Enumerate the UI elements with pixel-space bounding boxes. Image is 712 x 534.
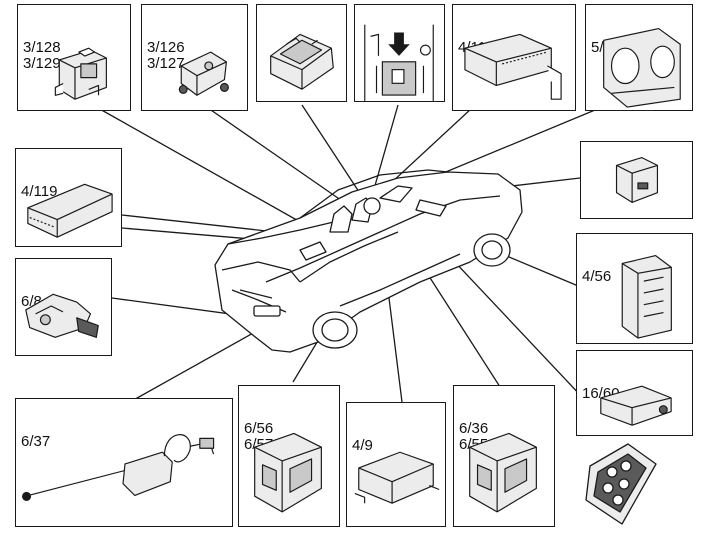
telematics-module-icon <box>27 183 113 238</box>
key-receiver-module-icon <box>600 385 672 426</box>
lock-actuator-icon <box>25 293 99 338</box>
component-box-6-37: 6/37 <box>15 398 233 527</box>
sensor-module-icon <box>178 51 229 96</box>
component-box-4-9: 4/9 <box>346 402 446 527</box>
box-label: 4/119 <box>21 183 58 200</box>
remote-key-icon <box>585 443 657 525</box>
component-box-switch <box>256 4 347 102</box>
arrow-down-icon <box>388 32 410 56</box>
component-box-4-119-2: 4/119.2 <box>452 4 576 111</box>
fuse-box-icon <box>621 255 672 339</box>
box-label: 4/9 <box>352 437 373 454</box>
component-box-4-119: 4/119 <box>15 148 122 247</box>
instrument-cluster-icon <box>603 27 681 108</box>
component-box-4-56: 4/56 <box>576 233 693 344</box>
control-module-icon <box>54 47 107 100</box>
push-button-icon <box>615 157 659 203</box>
airbag-module-icon <box>354 451 440 504</box>
car-outline <box>214 169 523 353</box>
start-button-icon <box>364 24 434 101</box>
box-label: 6/37 <box>21 433 51 450</box>
fuel-lid-actuator-icon <box>22 434 215 501</box>
component-box-5-1: 5/1 <box>585 4 693 111</box>
component-box-16-60: 16/60 <box>576 350 693 436</box>
box-label: 4/56 <box>582 268 612 285</box>
door-lock-motor-icon <box>254 432 322 513</box>
modem-module-icon <box>464 33 562 100</box>
component-box-push-button <box>580 141 693 219</box>
component-box-6-8: 6/8 <box>15 258 112 356</box>
door-lock-motor-icon <box>469 432 537 513</box>
switch-panel-icon <box>270 33 334 90</box>
component-box-start-button <box>354 4 445 102</box>
